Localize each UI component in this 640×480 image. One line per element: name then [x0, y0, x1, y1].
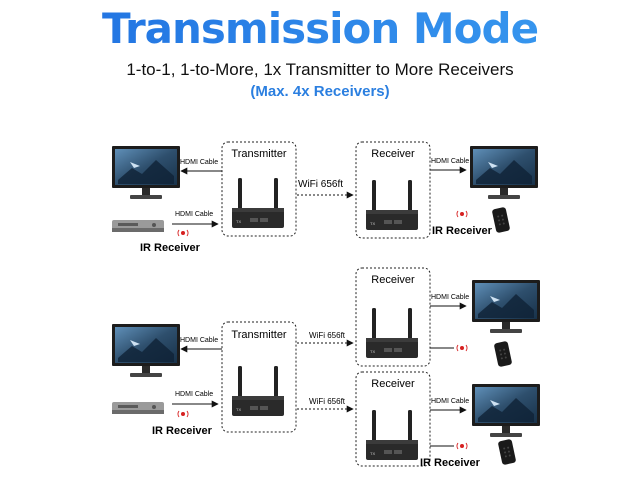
remote-control-icon — [491, 206, 511, 234]
transmitter-label: Transmitter — [231, 148, 287, 160]
hdmi-cable-label: HDMI Cable — [431, 398, 469, 405]
ir-receiver-label: IR Receiver — [420, 457, 481, 469]
transmitter-frame — [221, 321, 297, 433]
remote-control-icon — [493, 340, 513, 368]
receiver-label: Receiver — [371, 148, 415, 160]
ir-receiver-label: IR Receiver — [432, 225, 493, 237]
wifi-label: WiFi 656ft — [298, 179, 343, 190]
transmitter-device-icon — [232, 178, 284, 228]
receiver-device-icon — [366, 308, 418, 358]
ir-signal-icon — [456, 344, 468, 352]
hdmi-cable-label: HDMI Cable — [175, 391, 213, 398]
max-receivers-note: (Max. 4x Receivers) — [250, 83, 390, 100]
monitor-icon — [112, 146, 180, 199]
ir-signal-icon — [456, 210, 468, 218]
wifi-label: WiFi 656ft — [309, 331, 346, 340]
hdmi-cable-label: HDMI Cable — [431, 294, 469, 301]
receiver-device-icon — [366, 410, 418, 460]
ir-receiver-label: IR Receiver — [152, 425, 213, 437]
ir-signal-icon — [456, 442, 468, 450]
hdmi-cable-label: HDMI Cable — [175, 211, 213, 218]
ir-signal-icon — [177, 410, 189, 418]
monitor-icon — [472, 280, 540, 333]
monitor-icon — [112, 324, 180, 377]
receiver-frame — [355, 141, 431, 239]
dvd-player-icon — [112, 220, 164, 232]
ir-receiver-label: IR Receiver — [140, 242, 201, 254]
dvd-player-icon — [112, 402, 164, 414]
transmitter-frame — [221, 141, 297, 237]
monitor-icon — [472, 384, 540, 437]
receiver-frame — [355, 371, 431, 467]
monitor-icon — [470, 146, 538, 199]
receiver-device-icon — [366, 180, 418, 230]
ir-signal-icon — [177, 229, 189, 237]
transmitter-device-icon — [232, 366, 284, 416]
transmitter-label: Transmitter — [231, 329, 287, 341]
hdmi-cable-label: HDMI Cable — [180, 159, 218, 166]
receiver-frame — [355, 267, 431, 367]
remote-control-icon — [497, 438, 517, 466]
page-title: Transmission Mode — [0, 4, 640, 53]
receiver-label: Receiver — [371, 378, 415, 390]
page-subtitle: 1-to-1, 1-to-More, 1x Transmitter to Mor… — [126, 60, 514, 79]
receiver-label: Receiver — [371, 274, 415, 286]
hdmi-cable-label: HDMI Cable — [180, 337, 218, 344]
hdmi-cable-label: HDMI Cable — [431, 158, 469, 165]
wifi-label: WiFi 656ft — [309, 397, 346, 406]
